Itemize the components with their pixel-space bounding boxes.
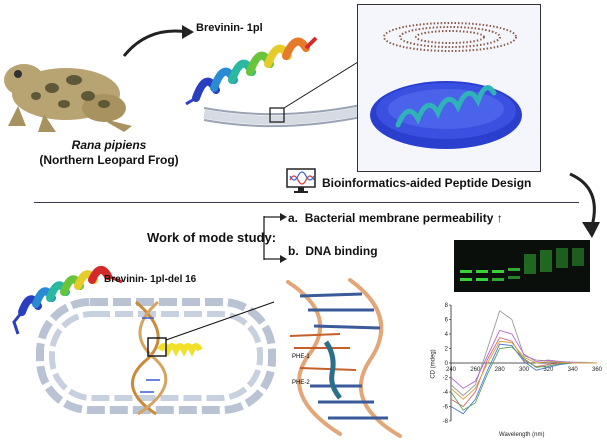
organism-name: Rana pipiens xyxy=(71,138,147,152)
peptide-helix-top xyxy=(185,36,318,106)
mode-study-label: Work of mode study: xyxy=(147,230,277,245)
cd-x-tick-label: 360 xyxy=(592,367,603,373)
cd-y-axis-label: CD (mdeg) xyxy=(430,349,437,379)
cd-y-tick-label: 4 xyxy=(445,332,449,338)
zoom-connector-line-2 xyxy=(165,301,275,341)
section-divider xyxy=(34,202,579,203)
cd-y-tick-label: 6 xyxy=(445,318,449,324)
phe2-label: PHE-2 xyxy=(292,380,310,386)
organism-common-name: (Northern Leopard Frog) xyxy=(39,153,179,167)
cd-x-tick-label: 240 xyxy=(446,367,457,373)
frog-illustration xyxy=(4,64,132,132)
mode-item-a-marker: a. xyxy=(288,211,299,225)
curved-arrow-icon xyxy=(122,25,194,57)
bacterial-cell xyxy=(36,298,276,416)
cd-y-tick-label: 8 xyxy=(445,303,449,309)
mode-item-a: a. Bacterial membrane permeability ↑ xyxy=(288,211,503,225)
mode-item-b-marker: b. xyxy=(288,244,299,258)
branch-bracket xyxy=(263,213,287,263)
cd-y-tick-label: 0 xyxy=(445,361,449,367)
cd-x-tick-label: 340 xyxy=(568,367,579,373)
cd-y-tick-label: -2 xyxy=(443,376,449,382)
membrane-strip xyxy=(203,103,367,128)
cd-x-tick-label: 260 xyxy=(470,367,481,373)
design-step-label: Bioinformatics-aided Peptide Design xyxy=(322,176,532,190)
peptide-variant-label: Brevinin- 1pl-del 16 xyxy=(104,274,197,285)
phe1-label: PHE-1 xyxy=(292,354,310,360)
cd-series-line-6 xyxy=(450,340,597,400)
cd-plot-svg: 240 260 280 300 320 340 360 8 6 4 2 0 -2 -4 -6 -8 xyxy=(443,303,603,425)
curved-arrow-right-icon xyxy=(569,172,600,238)
peptide-original-label: Brevinin- 1pl xyxy=(196,22,263,34)
mode-item-a-text: Bacterial membrane permeability ↑ xyxy=(304,211,503,225)
monitor-dna-icon xyxy=(286,168,316,193)
cd-y-tick-label: -6 xyxy=(443,405,449,411)
peptide-helix-variant xyxy=(12,266,123,335)
cd-spectrum-chart: 240 260 280 300 320 340 360 8 6 4 2 0 -2 -4 -6 -8 CD (m… xyxy=(425,299,605,441)
cd-x-tick-label: 300 xyxy=(519,367,530,373)
cd-x-tick-label: 280 xyxy=(495,367,506,373)
mode-item-b: b. DNA binding xyxy=(288,244,378,258)
zoom-connector-line xyxy=(283,61,359,109)
cd-y-tick-label: -8 xyxy=(443,419,449,425)
cd-y-tick-label: 2 xyxy=(445,347,449,353)
membrane-simulation-panel xyxy=(357,4,541,172)
cd-series-line-5 xyxy=(450,329,597,389)
cd-x-tick-label: 320 xyxy=(543,367,554,373)
dna-peptide-structure: PHE-1 PHE-2 xyxy=(286,278,402,438)
cd-x-axis-label: Wavelength (nm) xyxy=(499,432,545,438)
gel-electrophoresis-image xyxy=(454,240,590,292)
mode-item-b-text: DNA binding xyxy=(305,244,378,258)
cd-y-tick-label: -4 xyxy=(443,390,449,396)
